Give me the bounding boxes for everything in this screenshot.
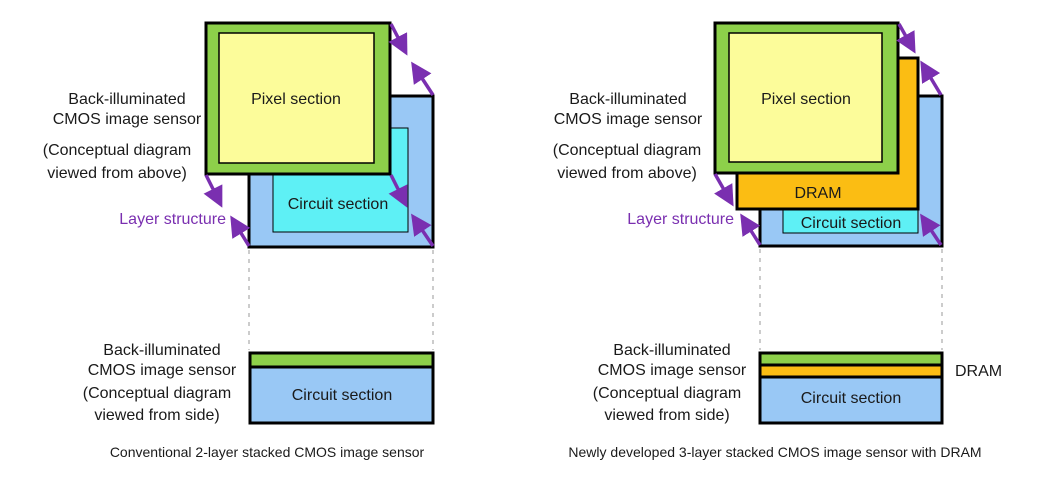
right-circuit-label: Circuit section	[801, 215, 901, 232]
right-sensor-label-2: CMOS image sensor	[554, 111, 703, 128]
right-side-label-1: Back-illuminated	[613, 342, 730, 359]
arrow-icon	[388, 23, 408, 56]
right-side-note-2: viewed from side)	[604, 407, 729, 424]
left-sensor-label-1: Back-illuminated	[68, 91, 185, 108]
left-sensor-label-2: CMOS image sensor	[53, 111, 202, 128]
arrow-icon	[411, 61, 435, 96]
left-side-label-1: Back-illuminated	[103, 342, 220, 359]
left-pixel-label: Pixel section	[251, 91, 341, 108]
arrow-icon	[411, 213, 435, 247]
left-diagram: Circuit section Pixel section Back-illum…	[43, 21, 435, 460]
arrow-icon	[920, 213, 943, 246]
right-above-note-1: (Conceptual diagram	[553, 142, 702, 159]
left-layer-arrows	[203, 23, 435, 247]
left-layer-structure-label: Layer structure	[119, 211, 226, 228]
right-side-dram	[758, 363, 944, 379]
left-side-circuit	[248, 365, 435, 425]
arrow-icon	[713, 173, 734, 207]
left-side-label-2: CMOS image sensor	[88, 362, 237, 379]
arrow-icon	[740, 213, 762, 246]
left-side-circuit-label: Circuit section	[292, 387, 392, 404]
right-pixel-inner	[728, 32, 883, 163]
right-dram-label: DRAM	[794, 185, 841, 202]
arrow-icon	[230, 215, 251, 247]
right-diagram: Circuit section DRAM Pixel section Back-…	[553, 21, 1002, 460]
right-side-label-2: CMOS image sensor	[598, 362, 747, 379]
arrow-icon	[388, 174, 408, 208]
left-side-pixel	[248, 351, 435, 369]
right-layer-arrows	[713, 23, 943, 246]
right-above-note-2: viewed from above)	[557, 165, 697, 182]
left-caption: Conventional 2-layer stacked CMOS image …	[110, 444, 425, 460]
left-above-note-1: (Conceptual diagram	[43, 142, 192, 159]
right-side-pixel	[758, 351, 944, 367]
arrow-icon	[920, 60, 943, 96]
right-side-circuit-label: Circuit section	[801, 390, 901, 407]
right-caption: Newly developed 3-layer stacked CMOS ima…	[568, 444, 981, 460]
right-layer-structure-label: Layer structure	[627, 211, 734, 228]
left-side-note-1: (Conceptual diagram	[83, 385, 232, 402]
left-pixel-inner	[218, 32, 375, 164]
right-pixel-label: Pixel section	[761, 91, 851, 108]
left-circuit-label: Circuit section	[288, 196, 388, 213]
arrow-icon	[203, 174, 223, 208]
arrow-icon	[896, 23, 916, 54]
right-sensor-label-1: Back-illuminated	[569, 91, 686, 108]
left-side-note-2: viewed from side)	[94, 407, 219, 424]
right-side-dram-label: DRAM	[955, 363, 1002, 380]
right-side-note-1: (Conceptual diagram	[593, 385, 742, 402]
left-above-note-2: viewed from above)	[47, 165, 187, 182]
